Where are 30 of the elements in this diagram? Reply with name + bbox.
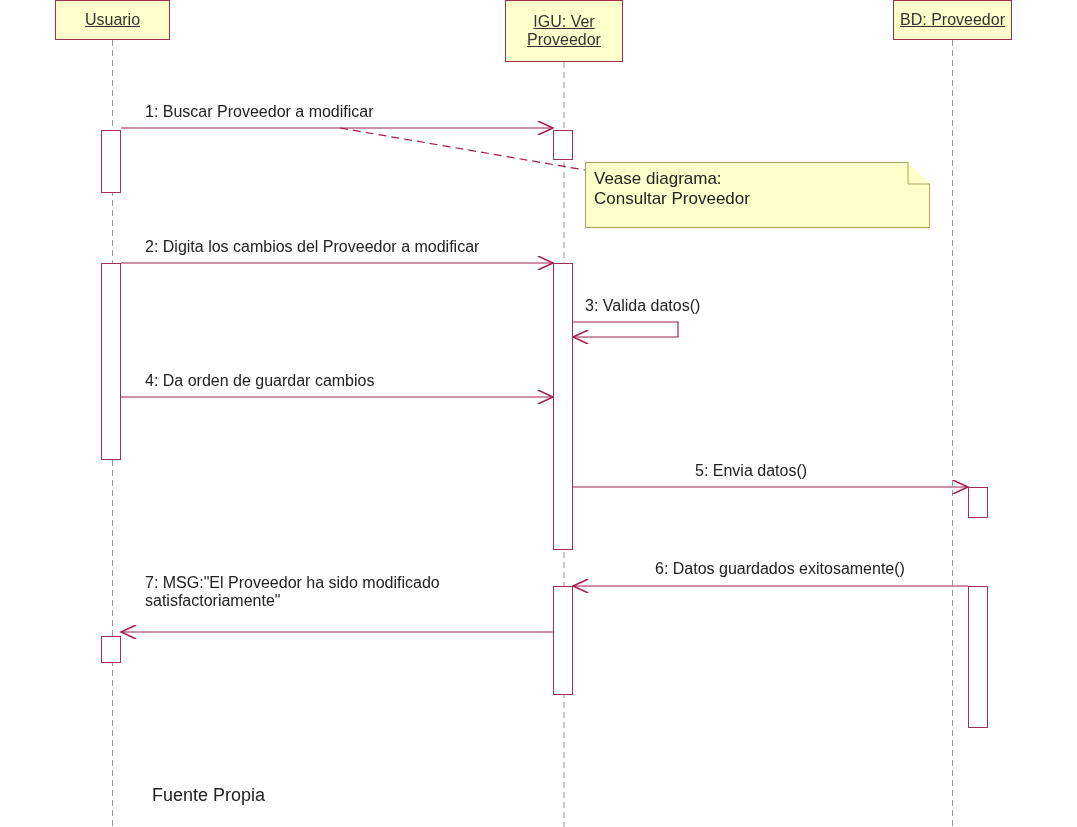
message-arrow xyxy=(120,120,554,136)
lifeline-name: IGU: Ver Proveedor xyxy=(526,13,602,49)
message-label: 2: Digita los cambios del Proveedor a modificar xyxy=(145,238,480,256)
note-link xyxy=(339,127,586,171)
lifeline-header xyxy=(893,0,1012,40)
activation-bar xyxy=(101,130,121,193)
message-label: 4: Da orden de guardar cambios xyxy=(145,372,375,390)
activation-bar xyxy=(553,586,573,695)
activation-bar xyxy=(101,636,121,663)
activation-bar xyxy=(968,487,988,518)
message-label: 3: Valida datos() xyxy=(585,297,701,315)
note-box xyxy=(585,162,930,228)
activation-bar xyxy=(101,263,121,460)
message-arrow xyxy=(120,389,554,405)
lifeline-header xyxy=(505,0,623,62)
note-text: Vease diagrama: Consultar Proveedor xyxy=(594,169,750,208)
lifeline-name: Usuario xyxy=(84,11,141,29)
lifeline-name: BD: Proveedor xyxy=(900,11,1005,29)
message-arrow xyxy=(120,255,554,271)
message-arrow xyxy=(572,321,679,345)
caption: Fuente Propia xyxy=(152,785,266,806)
lifeline-header xyxy=(55,0,170,40)
message-label: 6: Datos guardados exitosamente() xyxy=(655,560,905,578)
activation-bar xyxy=(553,263,573,550)
message-arrow xyxy=(120,624,554,640)
message-arrow xyxy=(572,578,969,594)
message-label: 5: Envia datos() xyxy=(695,462,808,480)
message-arrow xyxy=(572,479,969,495)
activation-bar xyxy=(553,130,573,160)
activation-bar xyxy=(968,586,988,728)
